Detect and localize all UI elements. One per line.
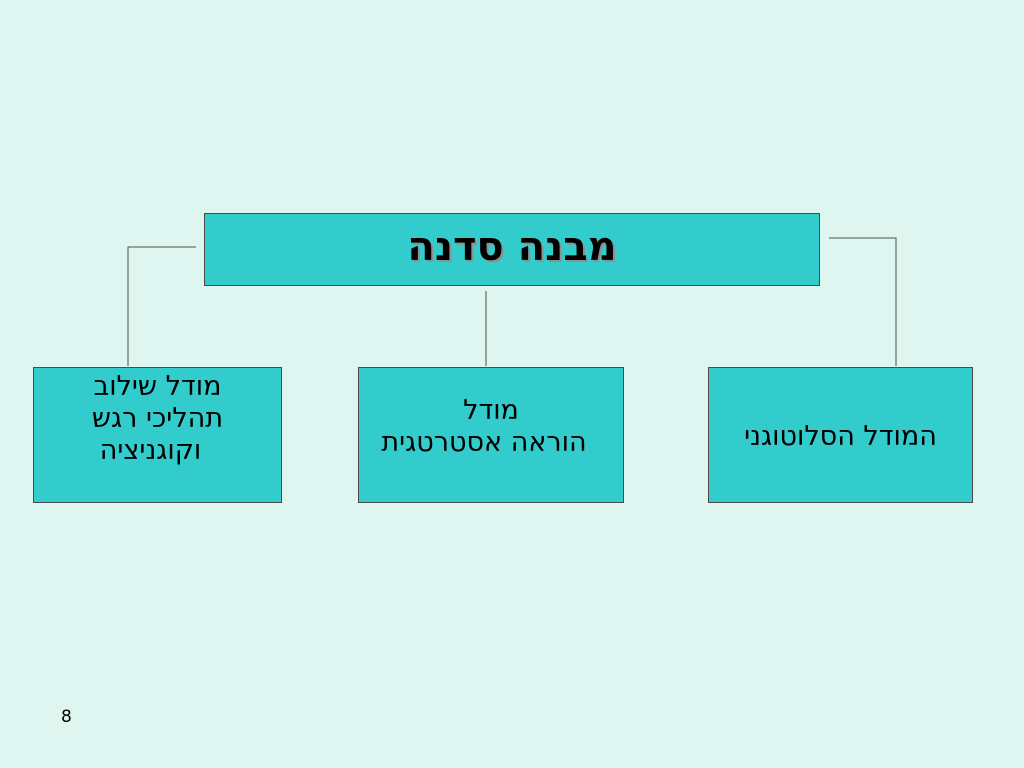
strategic-teaching-model-line-2: הוראה אסטרטגית — [381, 427, 587, 458]
workshop-structure-title: מבנה סדנה — [407, 223, 617, 270]
workshop-structure-title-box: מבנה סדנה — [204, 213, 820, 286]
salutogenic-model-label: המודל הסלוטוגני — [744, 420, 937, 452]
strategic-teaching-model-line-1: מודל — [463, 395, 519, 426]
page-number: 8 — [61, 707, 72, 727]
emotion-cognition-model-line-2: תהליכי רגש — [91, 403, 224, 434]
left-connector — [127, 246, 196, 366]
emotion-cognition-model-line-3: וקוגניציה — [99, 435, 202, 466]
right-connector — [829, 237, 897, 366]
strategic-teaching-model-box: מודל הוראה אסטרטגית — [358, 367, 624, 503]
emotion-cognition-model-box: מודל שילוב תהליכי רגש וקוגניציה — [33, 367, 282, 503]
emotion-cognition-model-line-1: מודל שילוב — [93, 371, 222, 402]
salutogenic-model-box: המודל הסלוטוגני — [708, 367, 973, 503]
